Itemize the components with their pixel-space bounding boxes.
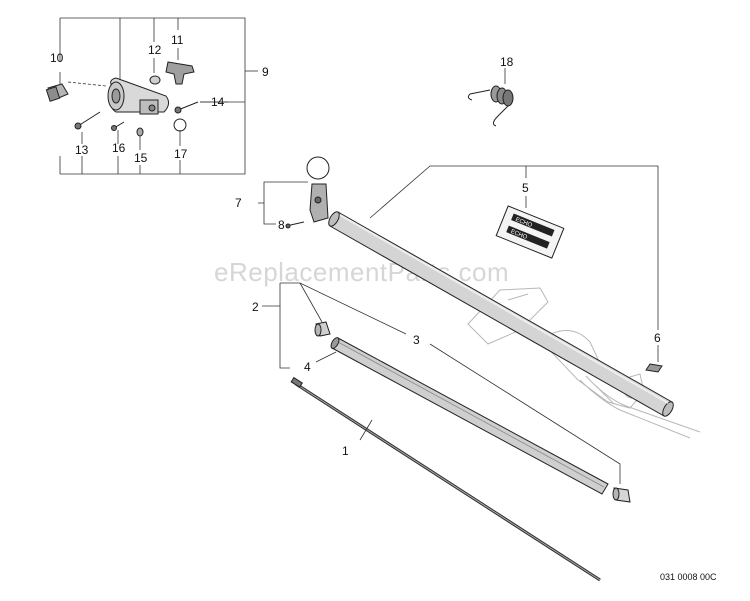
callout-6: 6 (654, 331, 661, 345)
spring-part-18 (467, 68, 514, 127)
washer-part-12 (149, 75, 161, 85)
callout-5: 5 (522, 181, 529, 195)
callout-8: 8 (278, 218, 285, 232)
outer-shaft-tube-part (328, 211, 674, 417)
callout-12: 12 (148, 43, 162, 57)
drive-cable-part (290, 376, 601, 582)
joint-housing-part (107, 77, 170, 115)
small-hardware (74, 101, 199, 137)
callout-15: 15 (134, 151, 148, 165)
callout-9: 9 (262, 65, 269, 79)
liner-tube-part (330, 337, 609, 495)
shaft-callout-lines (369, 165, 659, 362)
callout-11: 11 (171, 33, 184, 47)
callout-10: 10 (50, 51, 64, 65)
callout-16: 16 (112, 141, 126, 155)
hanger-assembly (258, 156, 330, 229)
callout-7: 7 (235, 196, 242, 210)
clip-part-6 (645, 363, 663, 373)
diagram-code: 031 0008 00C (660, 572, 717, 582)
callout-18: 18 (500, 55, 514, 69)
callout-2: 2 (252, 300, 259, 314)
drive-shaft-callout-lines (262, 282, 621, 484)
callout-3: 3 (413, 333, 420, 347)
knob-part (45, 83, 69, 102)
bushing-part-lower (612, 487, 631, 503)
watermark-text: eReplacementParts.com (214, 257, 509, 287)
callout-14: 14 (211, 95, 225, 109)
callout-group-assembly-9 (59, 17, 258, 175)
callout-17: 17 (174, 147, 188, 161)
callout-1: 1 (342, 444, 349, 458)
t-knob-part (165, 61, 195, 85)
callout-4: 4 (304, 360, 311, 374)
decal-label-part: ECHO ECHO (495, 205, 565, 259)
callout-13: 13 (75, 143, 89, 157)
bushing-part-upper (314, 321, 331, 337)
